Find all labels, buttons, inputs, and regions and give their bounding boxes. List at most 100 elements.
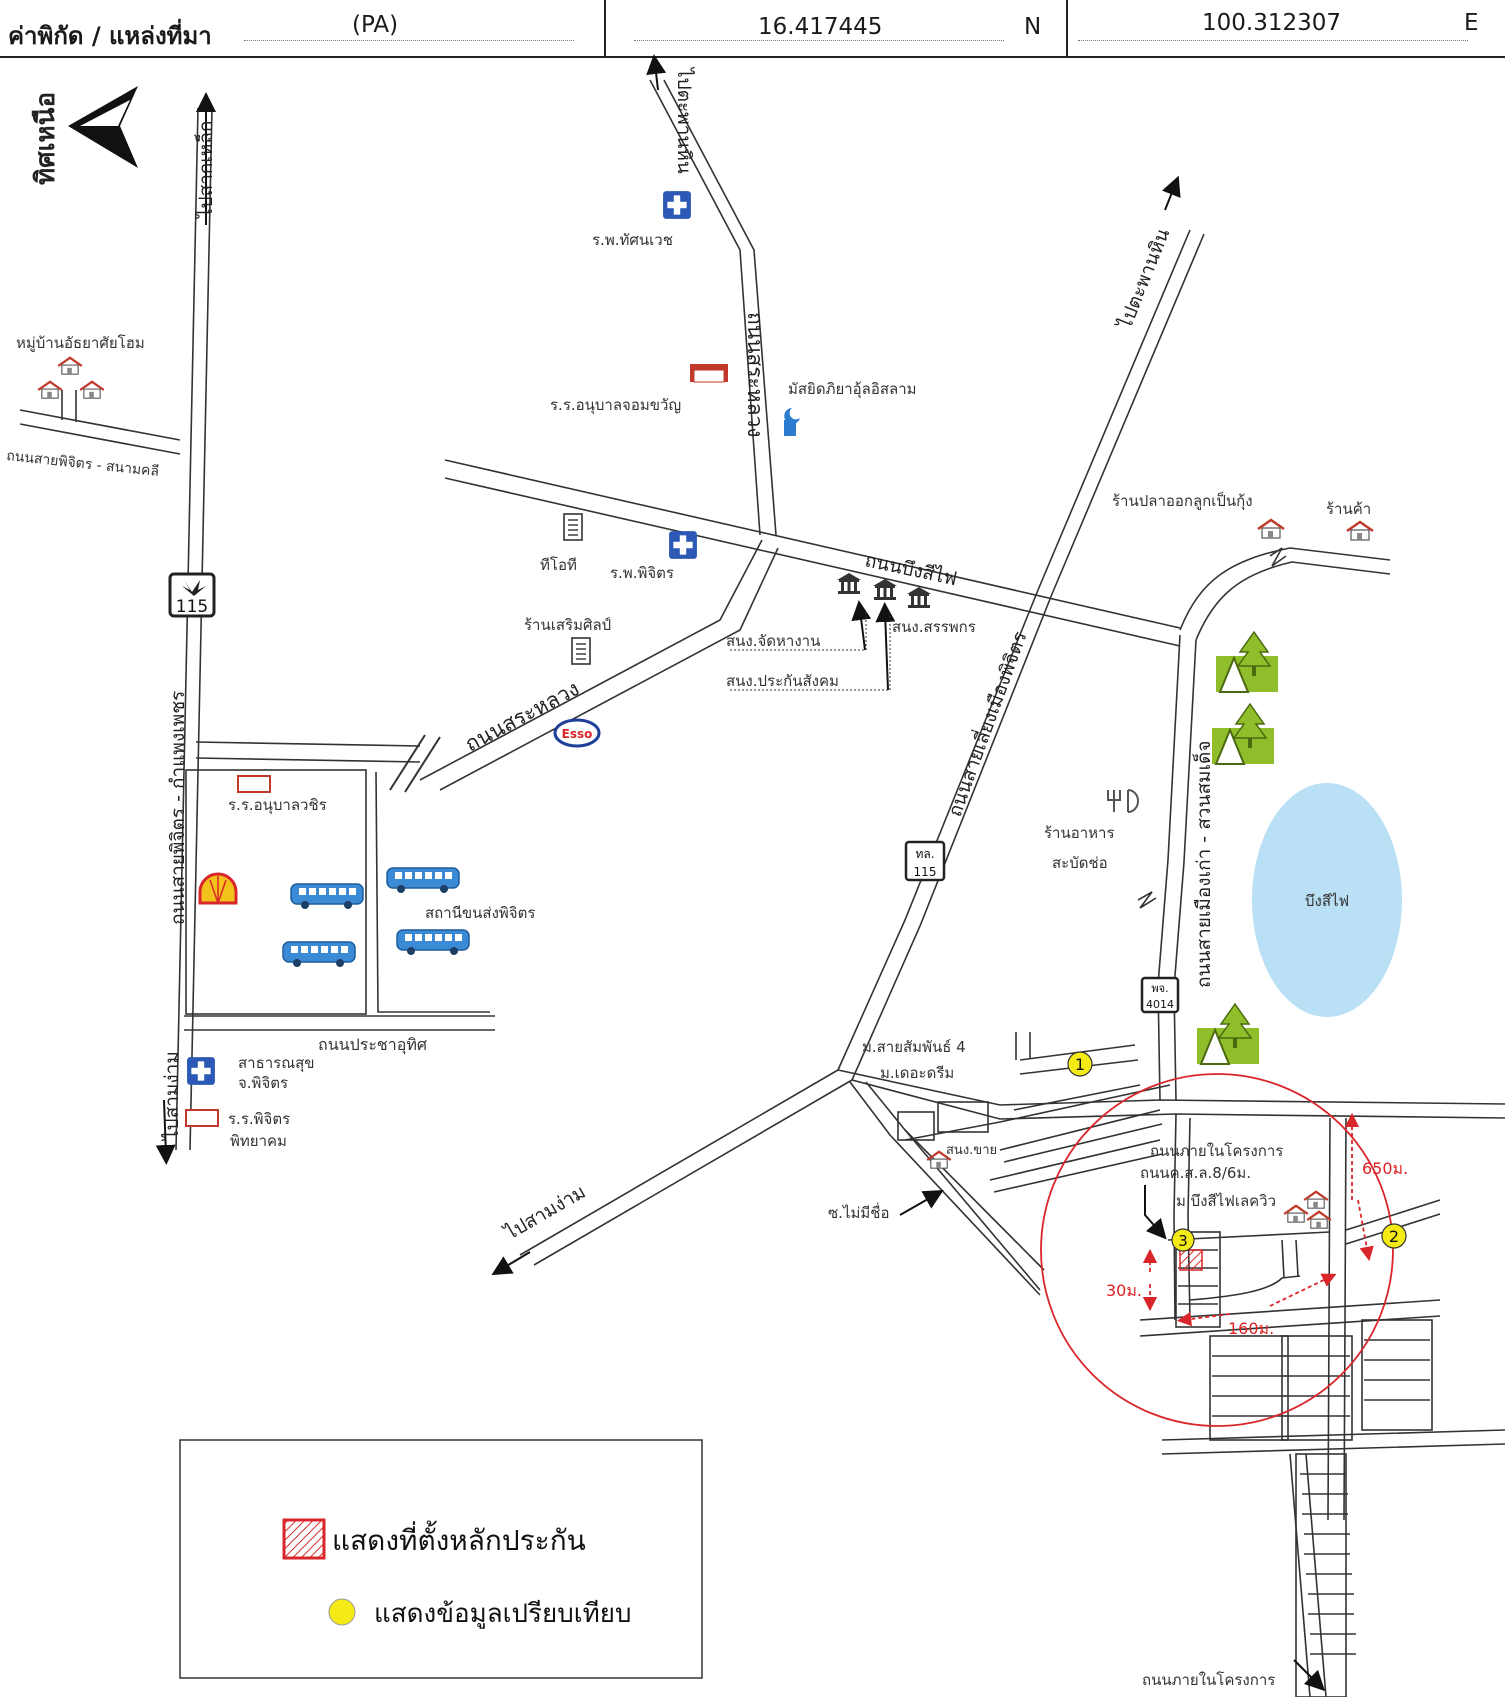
label-village-dream: ม.เดอะดรีม <box>880 1064 954 1082</box>
header-label: ค่าพิกัด / แหล่งที่มา <box>8 22 212 50</box>
house-icon <box>57 356 83 376</box>
label-shop-soemsin: ร้านเสริมศิลป์ <box>524 616 611 634</box>
road-internal-edge <box>1167 1231 1331 1241</box>
marker-label-2: 2 <box>1389 1227 1399 1246</box>
label-village-atthaya: หมู่บ้านอัธยาศัยโฮม <box>16 334 145 352</box>
building-icon <box>563 513 583 541</box>
north-arrow: ทิศเหนือ <box>31 86 138 185</box>
label-sales-office: สนง.ขาย <box>946 1143 997 1158</box>
comparison-marker-2: 2 <box>1381 1223 1407 1249</box>
north-label: ทิศเหนือ <box>31 92 61 185</box>
arrow-to-sam-ngam <box>155 1099 176 1165</box>
road-phichit-kamphaeng-edge <box>189 107 213 1151</box>
label-school-phichit-2: พิทยาคม <box>230 1132 287 1150</box>
road-phichit-sanamkhli-edge <box>19 423 181 455</box>
lake-label: บึงสีไฟ <box>1305 892 1349 910</box>
garuda-icon <box>182 580 206 596</box>
distance-30: 30ม. <box>1106 1281 1142 1300</box>
distance-160-arrow-left <box>1176 1311 1231 1327</box>
mosque-icon <box>784 408 800 436</box>
road-break-mark <box>1137 891 1157 909</box>
lot-block <box>1361 1319 1433 1431</box>
lot-lines <box>1364 1339 1430 1401</box>
esso-label: Esso <box>562 727 593 741</box>
header-lon-cell: 100.312307 E <box>1068 0 1505 58</box>
label-soi-mai-mi-chue: ซ.ไม่มีชื่อ <box>828 1202 889 1222</box>
road-old-town-edge <box>1173 639 1197 1101</box>
shield-pj-number: 4014 <box>1146 998 1174 1011</box>
lot-block <box>1281 1335 1353 1441</box>
park-icon <box>1196 1003 1260 1065</box>
village-street <box>1013 1084 1141 1111</box>
road-phichit-kamphaeng-edge <box>175 107 199 1151</box>
road-internal-edge <box>1173 1113 1177 1321</box>
shield-pj-label: พจ. <box>1151 982 1168 995</box>
legend: แสดงที่ตั้งหลักประกัน แสดงข้อมูลเปรียบเท… <box>179 1439 703 1679</box>
label-restaurant-2: สะบัดช่อ <box>1052 854 1108 872</box>
highway-shield-tl115: ทล. 115 <box>904 840 946 882</box>
school-icon <box>185 1109 219 1127</box>
house-icon <box>1303 1190 1329 1210</box>
header-bar: ค่าพิกัด / แหล่งที่มา (PA) 16.417445 N 1… <box>0 0 1505 58</box>
park-icon <box>1211 703 1275 765</box>
road-phichit-sanamkhli-edge <box>19 409 181 441</box>
road-break-mark <box>1269 547 1287 567</box>
shield-115-number: 115 <box>176 597 208 617</box>
road-soi-main-edge <box>837 1069 1505 1106</box>
label-internal-road-width: ถนนค.ส.ล.8/6ม. <box>1140 1164 1251 1182</box>
road-to-sam-ngam-edge <box>519 1069 839 1256</box>
road-internal-edge <box>1161 1429 1505 1455</box>
road-bueng-si-fai-edge <box>444 459 1181 629</box>
label-office-social: สนง.ประกันสังคม <box>726 672 839 690</box>
label-restaurant-1: ร้านอาหาร <box>1044 824 1115 842</box>
village-road <box>61 390 77 422</box>
marker-label-1: 1 <box>1075 1055 1085 1074</box>
label-to-sam-ngam-left: ไปสามง่าม <box>161 1051 183 1142</box>
arrow-soi <box>899 1190 944 1216</box>
connector-social <box>730 612 891 691</box>
government-icon <box>837 573 861 594</box>
lot-lines <box>1212 1355 1286 1417</box>
label-internal-road: ถนนภายในโครงการ <box>1150 1142 1283 1160</box>
collateral-marker <box>1179 1249 1203 1271</box>
label-health-office-1: สาธารณสุข <box>238 1054 315 1073</box>
highway-shield-115: 115 <box>168 572 216 618</box>
distance-160: 160ม. <box>1228 1319 1274 1338</box>
road-internal-edge <box>1281 1239 1299 1279</box>
marker-label-3: 3 <box>1178 1232 1188 1250</box>
header-longitude: 100.312307 <box>1202 10 1342 36</box>
label-village-sai: ม.สายสัมพันธ์ 4 <box>862 1038 966 1056</box>
road-internal-edge <box>1139 1299 1441 1337</box>
road-soi-mai-mi-chue-edge <box>849 1081 1041 1296</box>
house-icon <box>1345 520 1375 542</box>
shield-tl-number: 115 <box>914 865 937 879</box>
label-internal-road-bottom: ถนนภายในโครงการ <box>1142 1671 1275 1689</box>
road-soi-mai-mi-chue-edge <box>865 1081 1045 1271</box>
label-to-saknlek: ไปสากเหล็ก <box>193 120 217 220</box>
legend-comparison-label: แสดงข้อมูลเปรียบเทียบ <box>374 1599 632 1629</box>
label-sa-luang-vertical: ถนนสระหลวง <box>743 312 767 438</box>
distance-650-arrow-down <box>1357 1199 1374 1262</box>
school-icon <box>237 775 271 793</box>
header-lon-direction: E <box>1464 10 1479 36</box>
road-sa-luang-diag-edge <box>439 547 779 791</box>
arrow-to-taphan-hin <box>646 54 667 91</box>
road-sa-luang-edge <box>649 79 761 536</box>
label-mosque: มัสยิดภิยาอุ้ลอิสลาม <box>788 380 917 399</box>
header-source-dotline <box>244 40 574 41</box>
hospital-icon <box>669 531 697 559</box>
label-hosp-tassanavej: ร.พ.ทัศนเวช <box>592 231 673 249</box>
label-pracha-uthit: ถนนประชาอุทิศ <box>318 1035 427 1055</box>
legend-collateral-label: แสดงที่ตั้งหลักประกัน <box>332 1520 586 1557</box>
office-connectors <box>730 612 891 691</box>
label-office-revenue: สนง.สรรพกร <box>892 618 976 636</box>
legend-comparison-icon <box>328 1598 356 1626</box>
direction-arrows <box>155 54 1326 1692</box>
house-icon <box>1306 1210 1332 1230</box>
header-lon-dotline <box>1078 40 1468 41</box>
park-icon <box>1215 631 1279 693</box>
bus-icon <box>290 883 364 910</box>
label-to-taphan-hin-right: ไปตะพานหิน <box>1113 225 1174 333</box>
village-street <box>989 1139 1163 1193</box>
